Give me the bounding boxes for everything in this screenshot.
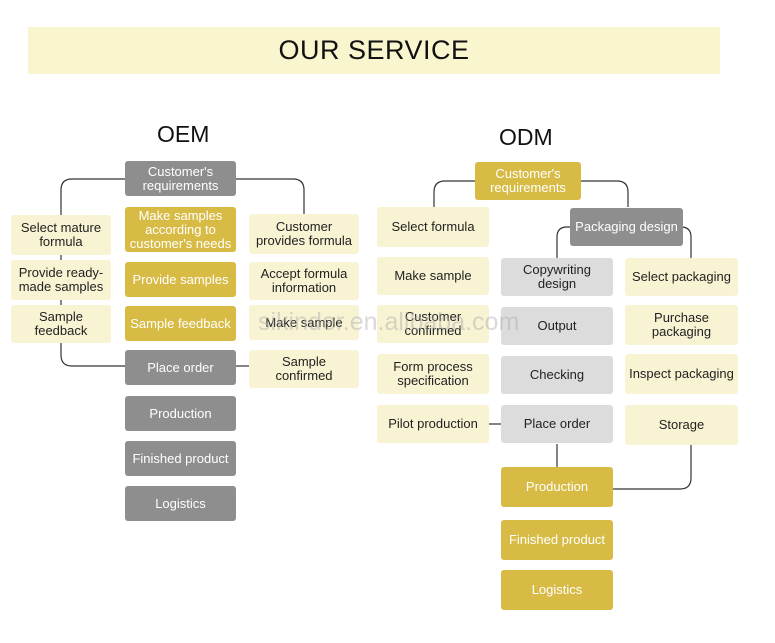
odm-purchase-packaging: Purchase packaging — [625, 305, 738, 345]
page-title: OUR SERVICE — [278, 35, 470, 65]
oem-finished-product: Finished product — [125, 441, 236, 476]
odm-output: Output — [501, 307, 613, 345]
oem-sample-feedback-left: Sample feedback — [11, 305, 111, 343]
odm-customer-requirements: Customer's requirements — [475, 162, 581, 200]
odm-customer-confirmed: Customer confirmed — [377, 305, 489, 343]
odm-pilot-production: Pilot production — [377, 405, 489, 443]
oem-production: Production — [125, 396, 236, 431]
odm-logistics: Logistics — [501, 570, 613, 610]
odm-right-connector — [581, 180, 629, 207]
oem-logistics: Logistics — [125, 486, 236, 521]
odm-inspect-packaging: Inspect packaging — [625, 354, 738, 394]
oem-right-connector — [236, 178, 305, 214]
odm-select-formula: Select formula — [377, 207, 489, 247]
odm-left-connector — [433, 180, 475, 207]
oem-make-sample: Make sample — [249, 305, 359, 340]
odm-form-process-specification: Form process specification — [377, 354, 489, 394]
odm-place-order: Place order — [501, 405, 613, 443]
odm-packaging-design: Packaging design — [570, 208, 683, 246]
odm-copywriting-design: Copywriting design — [501, 258, 613, 296]
oem-heading: OEM — [157, 121, 210, 147]
oem-make-samples-customer-needs: Make samples according to customer's nee… — [125, 207, 236, 252]
oem-select-mature-formula: Select mature formula — [11, 215, 111, 255]
oem-customer-requirements: Customer's requirements — [125, 161, 236, 196]
oem-accept-formula-information: Accept formula information — [249, 262, 359, 300]
odm-storage-connector — [613, 445, 692, 490]
odm-storage: Storage — [625, 405, 738, 445]
odm-select-packaging: Select packaging — [625, 258, 738, 296]
oem-provide-ready-made-samples: Provide ready-made samples — [11, 260, 111, 300]
odm-make-sample: Make sample — [377, 257, 489, 295]
odm-production: Production — [501, 467, 613, 507]
odm-heading: ODM — [499, 124, 553, 150]
title-banner: OUR SERVICE — [28, 27, 720, 74]
oem-provide-samples: Provide samples — [125, 262, 236, 297]
odm-design-connector — [556, 226, 570, 258]
oem-sample-confirmed: Sample confirmed — [249, 350, 359, 388]
oem-customer-provides-formula: Customer provides formula — [249, 214, 359, 254]
oem-place-order: Place order — [125, 350, 236, 385]
odm-checking: Checking — [501, 356, 613, 394]
odm-finished-product: Finished product — [501, 520, 613, 560]
oem-sample-feedback-middle: Sample feedback — [125, 306, 236, 341]
